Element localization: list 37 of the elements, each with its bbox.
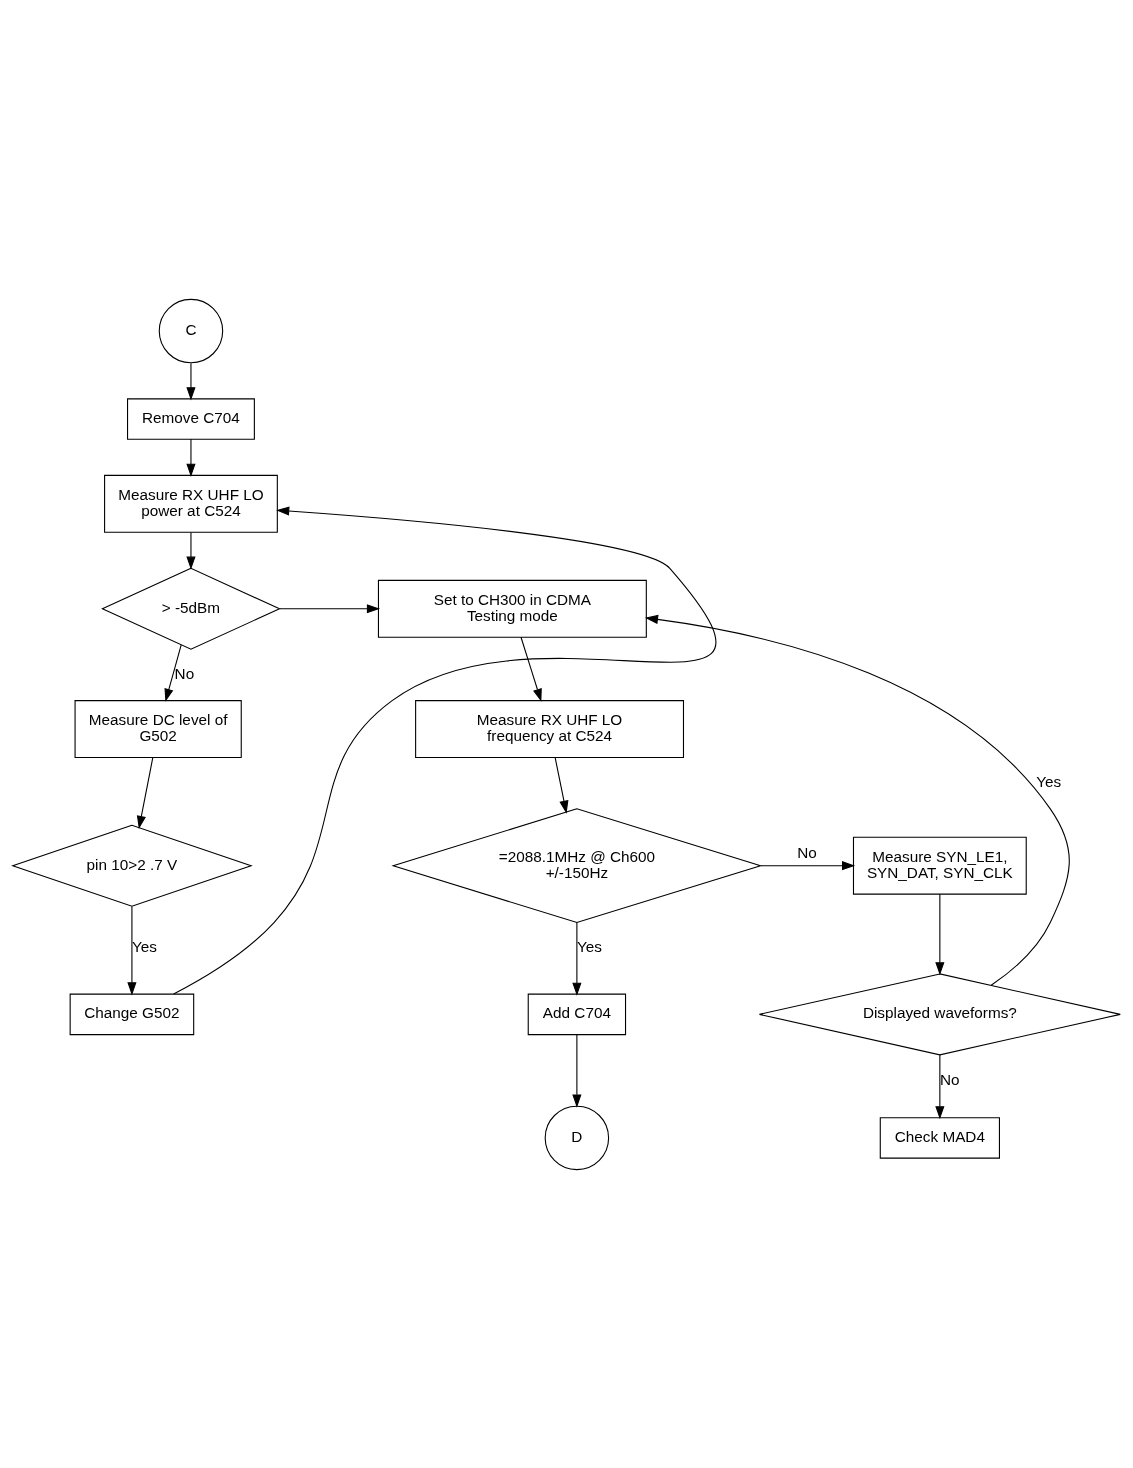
node-diamond: Displayed waveforms?: [758, 972, 1121, 1055]
arrow: [935, 893, 945, 975]
arrow: [279, 603, 381, 613]
arrow: [186, 438, 196, 477]
edge-label: No: [797, 843, 817, 861]
arrow: [520, 636, 542, 702]
arrow: [760, 860, 856, 870]
edge-label: Yes: [1036, 772, 1062, 790]
node-diamond: =2088.1MHz @ Ch600 +/-150Hz: [391, 807, 763, 923]
node-box: Add C704: [527, 993, 627, 1035]
node-circle: D: [544, 1105, 610, 1170]
arrow: [136, 756, 154, 829]
node-box: Set to CH300 in CDMA Testing mode: [377, 579, 647, 638]
arrow: [164, 643, 182, 702]
arrow: [554, 756, 569, 814]
edge-label: Yes: [132, 937, 157, 955]
arrow: [935, 1053, 945, 1119]
node-box: Measure SYN_LE1, SYN_DAT, SYN_CLK: [852, 836, 1027, 895]
node-box: Measure RX UHF LO frequency at C524: [415, 699, 685, 758]
node-diamond: pin 10>2 .7 V: [11, 824, 253, 907]
node-circle: C: [158, 298, 224, 363]
arrow: [186, 531, 196, 570]
node-box: Check MAD4: [879, 1116, 1000, 1159]
arrow: [173, 506, 716, 995]
arrow: [572, 921, 582, 996]
node-diamond: > -5dBm: [101, 567, 281, 650]
arrow: [127, 905, 137, 995]
arrow: [644, 614, 1070, 986]
node-box: Remove C704: [127, 397, 255, 440]
edge-label: Yes: [576, 937, 602, 955]
node-box: Measure DC level of G502: [74, 699, 242, 758]
node-box: Measure RX UHF LO power at C524: [104, 474, 278, 533]
arrow: [572, 1033, 582, 1108]
edge-label: No: [939, 1070, 960, 1088]
edge-label: No: [174, 664, 195, 682]
arrow: [186, 362, 196, 400]
node-box: Change G502: [69, 993, 195, 1035]
